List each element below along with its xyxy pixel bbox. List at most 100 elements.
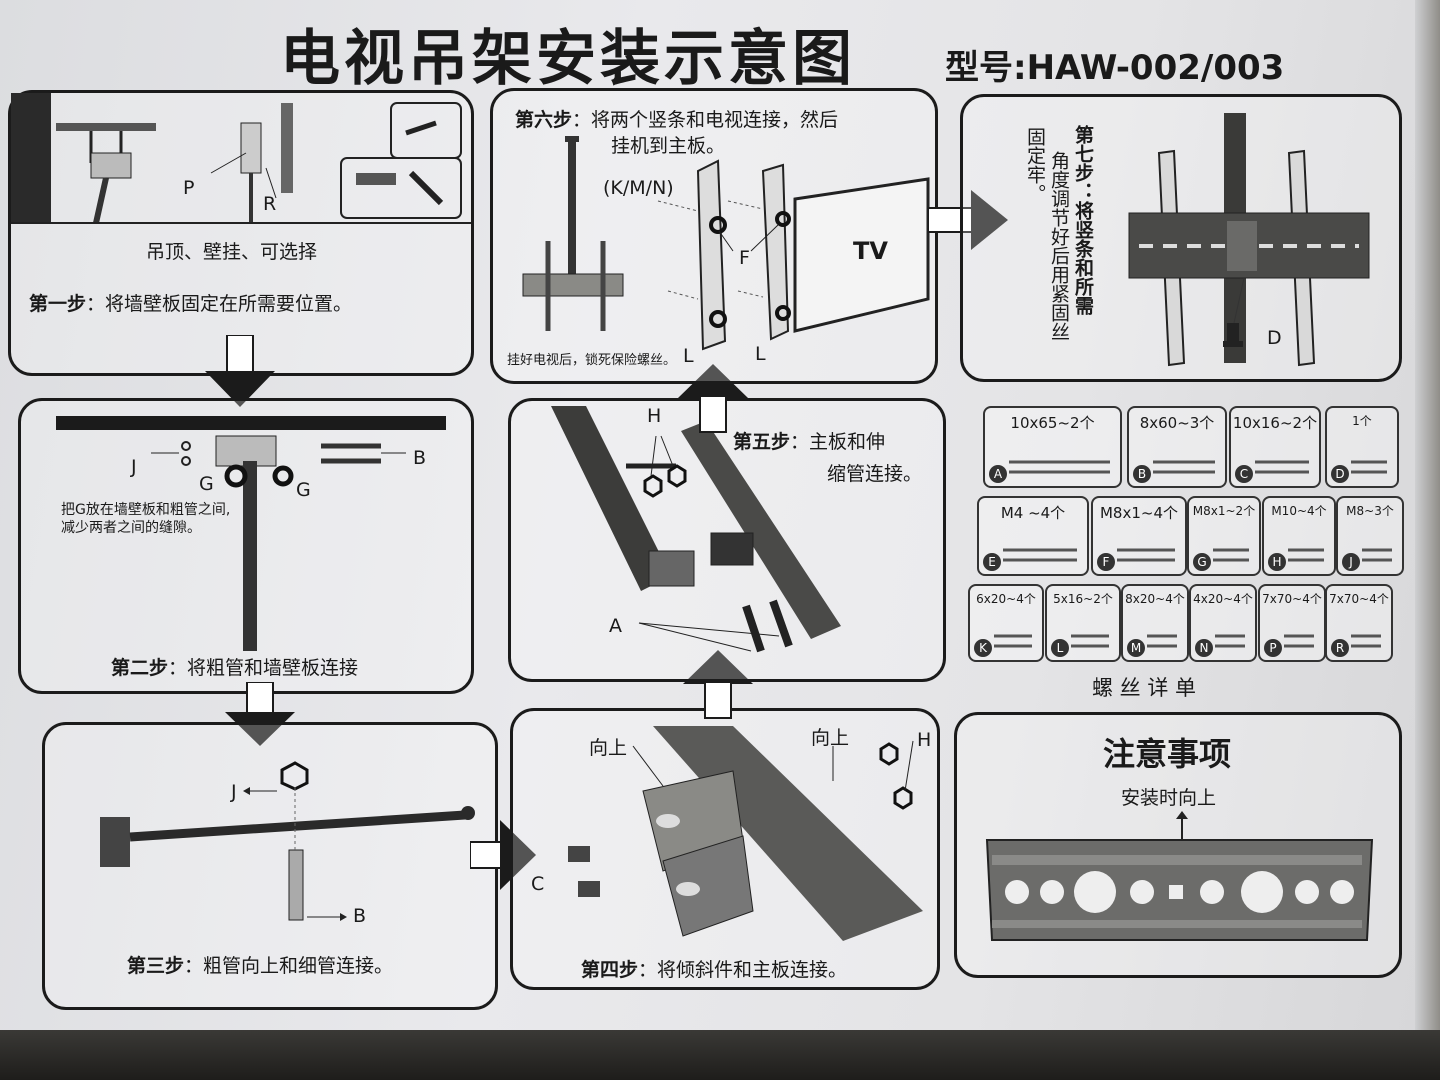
screw-item-letter: L (1051, 639, 1069, 657)
screw-item: 8x20~4个 M (1121, 584, 1189, 662)
step2-caption: 第二步：将粗管和墙壁板连接 (111, 653, 358, 680)
screw-icon (1071, 634, 1109, 648)
step2-text: ：将粗管和墙壁板连接 (168, 657, 359, 679)
model-number: 型号:HAW-002/003 (945, 48, 1285, 88)
screw-item: 1个 D (1325, 406, 1399, 488)
step6-diagram (522, 136, 930, 351)
step4-panel: 向上 向上 H C 第四步：将倾斜件和主板连接。 (510, 708, 940, 990)
step6-tv-label: TV (853, 237, 888, 265)
screw-item-letter: R (1331, 639, 1349, 657)
screw-item-letter: D (1331, 465, 1349, 483)
main-plate-diagram (985, 839, 1374, 941)
step2-g2-label: G (296, 479, 311, 501)
step6-kmn-label: (K/M/N) (603, 177, 674, 199)
step4-diagram (568, 726, 923, 941)
screw-icon (1215, 634, 1245, 648)
step3-b-label: B (353, 905, 367, 927)
step7-text-col3: 固定牢。 (1024, 127, 1046, 203)
screw-item-letter: H (1268, 553, 1286, 571)
arrow-right-icon (470, 820, 536, 890)
step5-panel: H A 第五步：主板和伸 缩管连接。 (508, 398, 946, 682)
step5-diagram (551, 406, 841, 653)
screw-item: M8x1~2个 G (1187, 496, 1261, 576)
screw-item-label: 1个 (1352, 414, 1372, 428)
screw-item-label: M8~3个 (1346, 504, 1394, 518)
step6-panel: 第六步：将两个竖条和电视连接，然后 挂机到主板。 (K/M/N) F TV 挂好… (490, 88, 938, 384)
step2-panel: J G G B 把G放在墙壁板和粗管之间,减少两者之间的缝隙。 第二步：将粗管和… (18, 398, 474, 694)
screw-icon (1003, 548, 1077, 562)
step5-h-label: H (647, 405, 662, 427)
step1-p-label: P (183, 177, 195, 199)
screw-icon (1351, 460, 1387, 474)
step6-note: 挂好电视后，锁死保险螺丝。 (507, 353, 677, 368)
step3-j-label: J (231, 781, 237, 803)
step2-g1-label: G (199, 473, 214, 495)
screw-item-letter: M (1127, 639, 1145, 657)
notes-panel: 注意事项 安装时向上 (954, 712, 1402, 978)
screw-item-label: 10x16~2个 (1232, 414, 1318, 432)
screw-item: M8x1~4个 F (1091, 496, 1187, 576)
arrow-down-icon (225, 682, 295, 746)
step1-caption: 第一步：将墙壁板固定在所需要位置。 (29, 289, 352, 316)
screw-item-letter: F (1097, 553, 1115, 571)
screw-item-letter: G (1193, 553, 1211, 571)
step6-text1: ：将两个竖条和电视连接，然后 (572, 109, 839, 131)
screw-icon (1147, 634, 1177, 648)
screw-list-title: 螺 丝 详 单 (1092, 676, 1197, 700)
screw-item-letter: B (1133, 465, 1151, 483)
screw-icon (1351, 634, 1381, 648)
step5-text1: ：主板和伸 (790, 431, 886, 453)
step7-text-col1: 第七步：将竖条和所需 (1072, 125, 1094, 315)
screw-item-label: 8x20~4个 (1125, 592, 1185, 606)
step7-d-label: D (1267, 327, 1282, 349)
step2-note: 把G放在墙壁板和粗管之间,减少两者之间的缝隙。 (61, 502, 231, 536)
step1-panel: P R 吊顶、壁挂、可选择 第一步：将墙壁板固定在所需要位置。 (8, 90, 474, 376)
screw-item-label: M8x1~2个 (1192, 504, 1256, 518)
screw-item-label: 8x60~3个 (1139, 414, 1215, 432)
notes-title: 注意事项 (1103, 735, 1232, 773)
step3-panel: J B 第三步：粗管向上和细管连接。 (42, 722, 498, 1010)
step5-caption-line2: 缩管连接。 (827, 463, 923, 485)
step6-l2-label: L (755, 343, 766, 365)
arrow-up-icon (1176, 811, 1188, 839)
screw-item-letter: C (1235, 465, 1253, 483)
screw-item-label: M10~4个 (1271, 504, 1327, 518)
screw-icon (1153, 460, 1215, 474)
step3-label: 第三步 (127, 955, 185, 977)
screw-icon (1255, 460, 1309, 474)
paper-edge (1415, 0, 1440, 1080)
step5-a-label: A (609, 615, 622, 637)
step6-f-label: F (739, 247, 750, 269)
screw-item-letter: N (1195, 639, 1213, 657)
screw-item: 8x60~3个 B (1127, 406, 1227, 488)
step5-caption-line1: 第五步：主板和伸 (733, 427, 885, 454)
step6-caption-line2: 挂机到主板。 (611, 135, 726, 157)
step4-up1-label: 向上 (589, 737, 628, 759)
screw-item-label: M4 ~4个 (1000, 504, 1066, 522)
step3-caption: 第三步：粗管向上和细管连接。 (127, 951, 393, 978)
arrow-up-icon (683, 650, 753, 719)
arrow-down-icon (205, 335, 275, 407)
screw-item-letter: E (983, 553, 1001, 571)
screw-icon (1117, 548, 1175, 562)
step3-diagram (100, 761, 475, 921)
step1-label: 第一步 (29, 293, 87, 315)
step2-label: 第二步 (111, 657, 169, 679)
step1-text: ：将墙壁板固定在所需要位置。 (86, 293, 353, 315)
step6-label: 第六步 (515, 109, 573, 131)
screw-item-letter: A (989, 465, 1007, 483)
step7-diagram (1128, 113, 1370, 367)
screw-item-label: 6x20~4个 (976, 592, 1036, 606)
step4-label: 第四步 (581, 959, 639, 981)
screw-icon (1009, 460, 1110, 474)
screw-item-label: 10x65~2个 (1010, 414, 1095, 432)
screw-icon (1288, 548, 1324, 562)
screw-item: 10x65~2个 A (983, 406, 1122, 488)
screw-item-label: M8x1~4个 (1099, 504, 1179, 522)
step4-text: ：将倾斜件和主板连接。 (638, 959, 848, 981)
